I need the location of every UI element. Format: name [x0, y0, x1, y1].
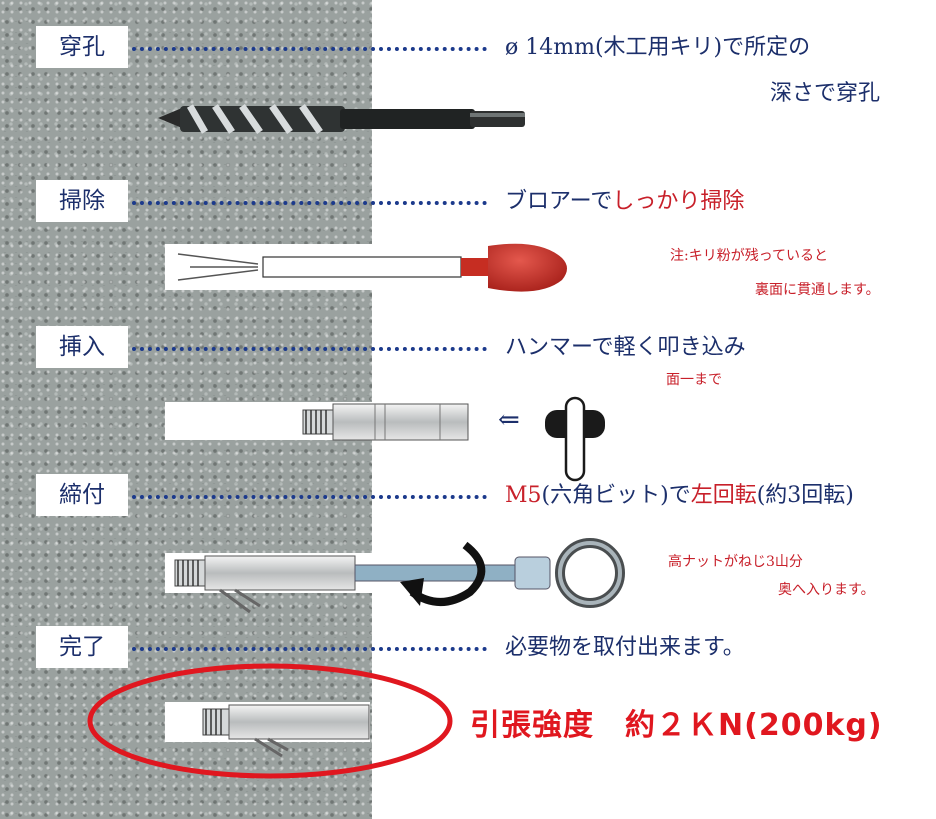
step-label-drilling: 穿孔	[36, 26, 128, 68]
step-label-complete: 完了	[36, 626, 128, 668]
tightening-desc-turns: (約3回転)	[756, 483, 854, 508]
tightening-desc-direction: 左回転	[690, 483, 757, 508]
leader-tightening	[132, 495, 487, 499]
cleaning-desc: ブロアーでしっかり掃除	[505, 188, 744, 216]
tensile-strength: 引張強度 約２ＫN(200kg)	[470, 708, 883, 743]
leader-cleaning	[132, 201, 487, 205]
insertion-note: 面一まで	[666, 372, 722, 388]
insert-illustration	[165, 402, 469, 441]
cleaning-note-line1: 注:キリ粉が残っていると	[670, 248, 829, 264]
rotate-left-icon	[400, 541, 486, 606]
step-label-tightening: 締付	[36, 474, 128, 516]
highlight-ellipse	[87, 663, 453, 779]
tightening-desc-size: M5	[505, 483, 542, 508]
tightening-desc: M5(六角ビット)で左回転(約3回転)	[505, 482, 854, 510]
drill-bit	[158, 104, 525, 134]
insertion-desc: ハンマーで軽く叩き込み	[505, 335, 746, 360]
finished-anchor-illustration	[165, 702, 370, 758]
push-arrow-icon: ⇐	[498, 405, 520, 435]
cleaning-desc-emphasis: しっかり掃除	[612, 189, 745, 214]
tightening-desc-bit: (六角ビット)で	[541, 483, 691, 508]
tightening-note-line1: 高ナットがねじ3山分	[668, 554, 803, 570]
tighten-illustration	[165, 538, 625, 614]
step-label-cleaning: 掃除	[36, 180, 128, 222]
blower-illustration	[165, 243, 567, 292]
leader-drilling	[132, 47, 487, 51]
cleaning-note-line2: 裏面に貫通します。	[755, 282, 880, 298]
hammer-icon	[545, 396, 605, 482]
leader-insertion	[132, 347, 487, 351]
step-label-insertion: 挿入	[36, 326, 128, 368]
drilling-desc-line1: ø 14mm(木工用キリ)で所定の	[505, 35, 811, 60]
leader-complete	[132, 647, 487, 651]
complete-desc: 必要物を取付出来ます。	[505, 635, 745, 660]
drilling-desc-line2: 深さで穿孔	[770, 81, 881, 106]
cleaning-desc-plain: ブロアーで	[505, 189, 613, 214]
tightening-note-line2: 奥へ入ります。	[778, 582, 875, 598]
